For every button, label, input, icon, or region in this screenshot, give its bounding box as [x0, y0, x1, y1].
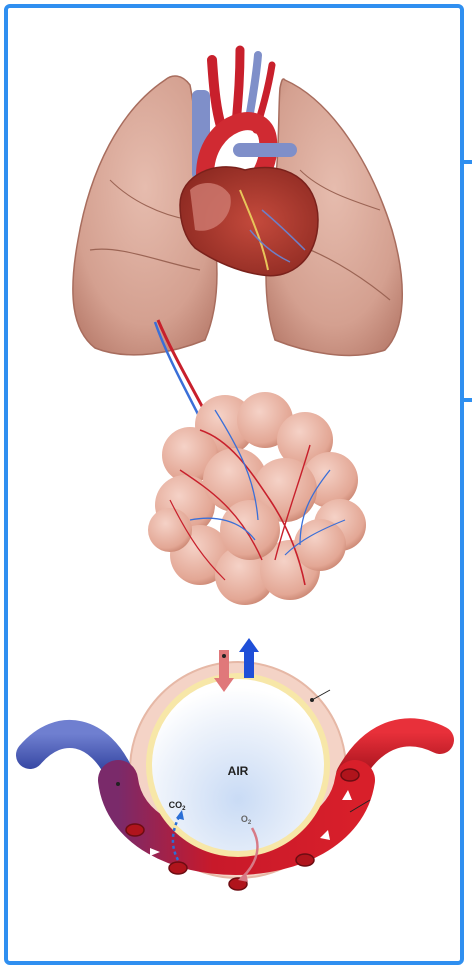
alveolus-cross-section: AIR CO2 O2 [30, 638, 440, 890]
alveoli-cluster-illustration [148, 392, 366, 605]
air-label: AIR [228, 764, 249, 778]
lungs-heart-illustration [73, 50, 402, 355]
arrow-up-icon [244, 648, 254, 678]
